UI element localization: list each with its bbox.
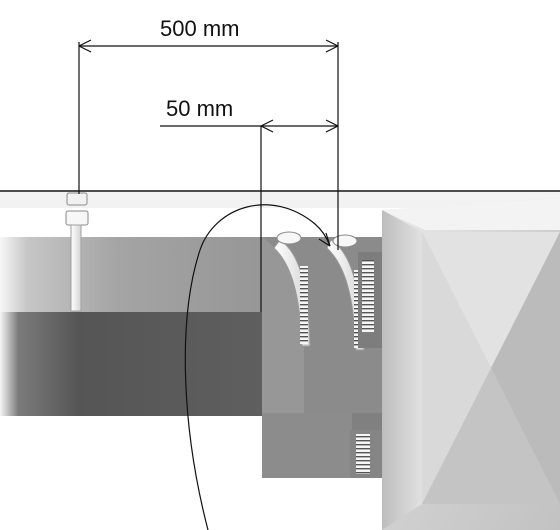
upper-ring-teeth [362, 260, 374, 332]
dimension-50-right-arrow [325, 119, 339, 133]
ceiling-shadow [0, 192, 560, 208]
clamp-left-top [276, 231, 302, 245]
dimension-500-right-arrow [325, 39, 339, 53]
housing-right-bevel [491, 232, 560, 504]
lower-duct [0, 312, 262, 416]
curved-route-arrowhead [318, 232, 331, 247]
dimension-50-left-arrow [260, 119, 274, 133]
dimension-50-label: 50 mm [166, 96, 233, 121]
clamp-left-teeth [300, 266, 308, 344]
cable-tie-strap [70, 224, 82, 312]
housing-left-face [382, 210, 422, 530]
connector-sleeve-front [262, 413, 352, 478]
dimension-500-label: 500 mm [160, 16, 239, 41]
cable-tie-top [66, 192, 88, 206]
housing-left-bevel [422, 232, 491, 504]
cable-tie-buckle [65, 210, 89, 226]
clamp-right-top [332, 234, 358, 248]
housing-top-bevel [422, 232, 560, 368]
housing-bottom-bevel [422, 368, 560, 504]
curved-route-line [184, 204, 331, 530]
housing-top-edge [382, 198, 560, 230]
dimension-500-left-arrow [78, 39, 92, 53]
lower-ring-teeth [356, 434, 370, 474]
